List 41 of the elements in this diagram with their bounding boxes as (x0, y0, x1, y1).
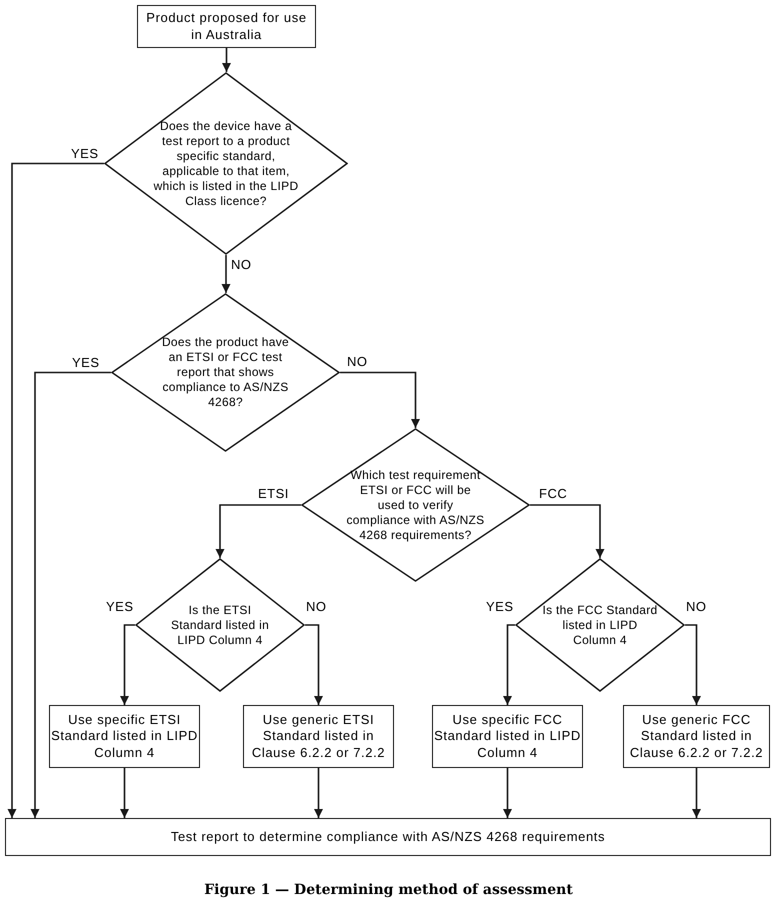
node-text: Does the device have a test report to a product specific standard, applicable to that item, which is listed in the LIPD Class licence? (152, 118, 300, 208)
node-text: Use generic ETSI Standard listed in Clause 6.2.2 or 7.2.2 (250, 712, 386, 762)
arrow (692, 768, 701, 818)
process-box (432, 705, 583, 768)
arrow (340, 372, 420, 428)
arrow (222, 48, 231, 72)
process-box (49, 705, 200, 768)
node-text: Is the FCC Standard listed in LIPD Column 4 (542, 602, 658, 648)
arrow (8, 162, 104, 818)
arrow (120, 624, 135, 705)
arrow (685, 624, 701, 705)
decision-diamond (301, 428, 530, 582)
node-text: Product proposed for use in Australia (145, 10, 308, 43)
decision-diamond (135, 558, 305, 692)
decision-diamond (515, 558, 685, 692)
process-box (5, 818, 771, 856)
arrow (216, 504, 301, 558)
arrow (120, 768, 129, 818)
node-text: Use specific ETSI Standard listed in LIPD Column 4 (50, 712, 199, 762)
decision-diamond (111, 293, 340, 452)
node-text: Use specific FCC Standard listed in LIPD Column 4 (433, 712, 582, 762)
arrow (503, 768, 512, 818)
figure-caption: Figure 1 — Determining method of assessment (203, 881, 574, 900)
arrow (30, 372, 111, 818)
arrow (222, 255, 230, 293)
node-text: Does the product have an ETSI or FCC test report that shows compliance to AS/NZS 4268? (160, 335, 290, 410)
edge-label: NO (346, 354, 368, 370)
process-box (137, 5, 316, 48)
node-text: Which test requirement ETSI or FCC will be used to verify compliance with AS/NZS 4268 requirements? (346, 468, 486, 542)
decision-diamond (104, 72, 348, 255)
process-box (243, 705, 394, 768)
process-box (623, 705, 770, 768)
arrow (530, 504, 604, 558)
arrow (314, 768, 323, 818)
node-text: Test report to determine compliance with AS/NZS 4268 requirements (170, 828, 606, 846)
node-text: Is the ETSI Standard listed in LIPD Column 4 (170, 602, 270, 648)
arrow (305, 624, 323, 705)
node-text: Use generic FCC Standard listed in Clause 6.2.2 or 7.2.2 (628, 712, 764, 762)
arrow (503, 624, 515, 705)
edge-label: YES (70, 146, 100, 162)
edge-label: YES (71, 354, 101, 370)
